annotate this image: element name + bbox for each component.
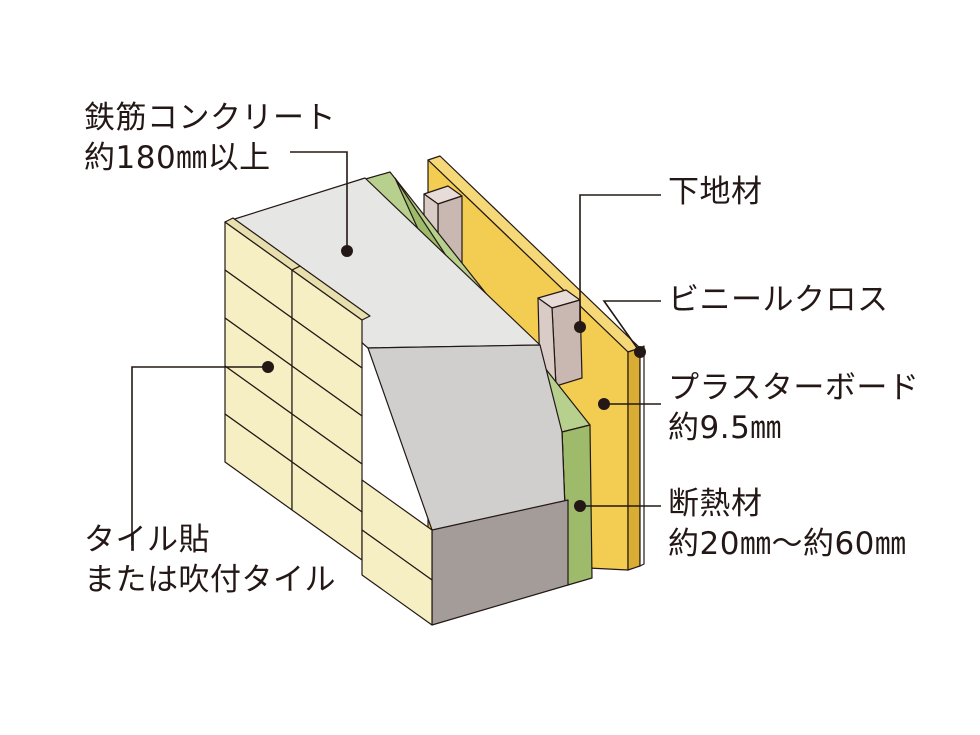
dot-vinyl-cloth — [634, 346, 646, 358]
vinyl-cloth — [639, 345, 645, 567]
label-insulation: 断熱材 約20㎜〜約60㎜ — [668, 484, 906, 564]
label-furring: 下地材 — [668, 172, 763, 212]
label-vinyl-cloth: ビニールクロス — [668, 280, 889, 320]
label-concrete-spec: 約180㎜以上 — [84, 140, 271, 176]
label-tile: タイル貼 または吹付タイル — [84, 520, 336, 600]
leader-vinyl-cloth — [602, 300, 661, 353]
leader-dots — [262, 245, 646, 512]
label-concrete-name: 鉄筋コンクリート — [84, 100, 336, 136]
label-insulation-name: 断熱材 — [668, 486, 763, 522]
leader-concrete — [290, 151, 348, 250]
leader-furring — [579, 194, 661, 327]
tile-facing — [224, 217, 433, 626]
dot-concrete — [341, 245, 353, 257]
label-plaster-board: プラスターボード 約9.5㎜ — [668, 368, 919, 448]
label-tile-name: タイル貼 — [84, 522, 210, 558]
leader-tile — [131, 366, 268, 545]
label-tile-spec: または吹付タイル — [84, 562, 336, 598]
label-vinyl-cloth-name: ビニールクロス — [668, 282, 889, 318]
dot-furring — [574, 321, 586, 333]
leader-lines — [131, 151, 661, 545]
dot-insulation — [574, 500, 586, 512]
label-plaster-board-spec: 約9.5㎜ — [668, 410, 782, 446]
dot-plaster-board — [598, 398, 610, 410]
label-concrete: 鉄筋コンクリート 約180㎜以上 — [84, 98, 336, 178]
label-furring-name: 下地材 — [668, 174, 763, 210]
label-plaster-board-name: プラスターボード — [668, 370, 920, 406]
label-insulation-spec: 約20㎜〜約60㎜ — [668, 526, 907, 562]
concrete-block — [224, 177, 569, 626]
dot-tile — [262, 361, 274, 373]
